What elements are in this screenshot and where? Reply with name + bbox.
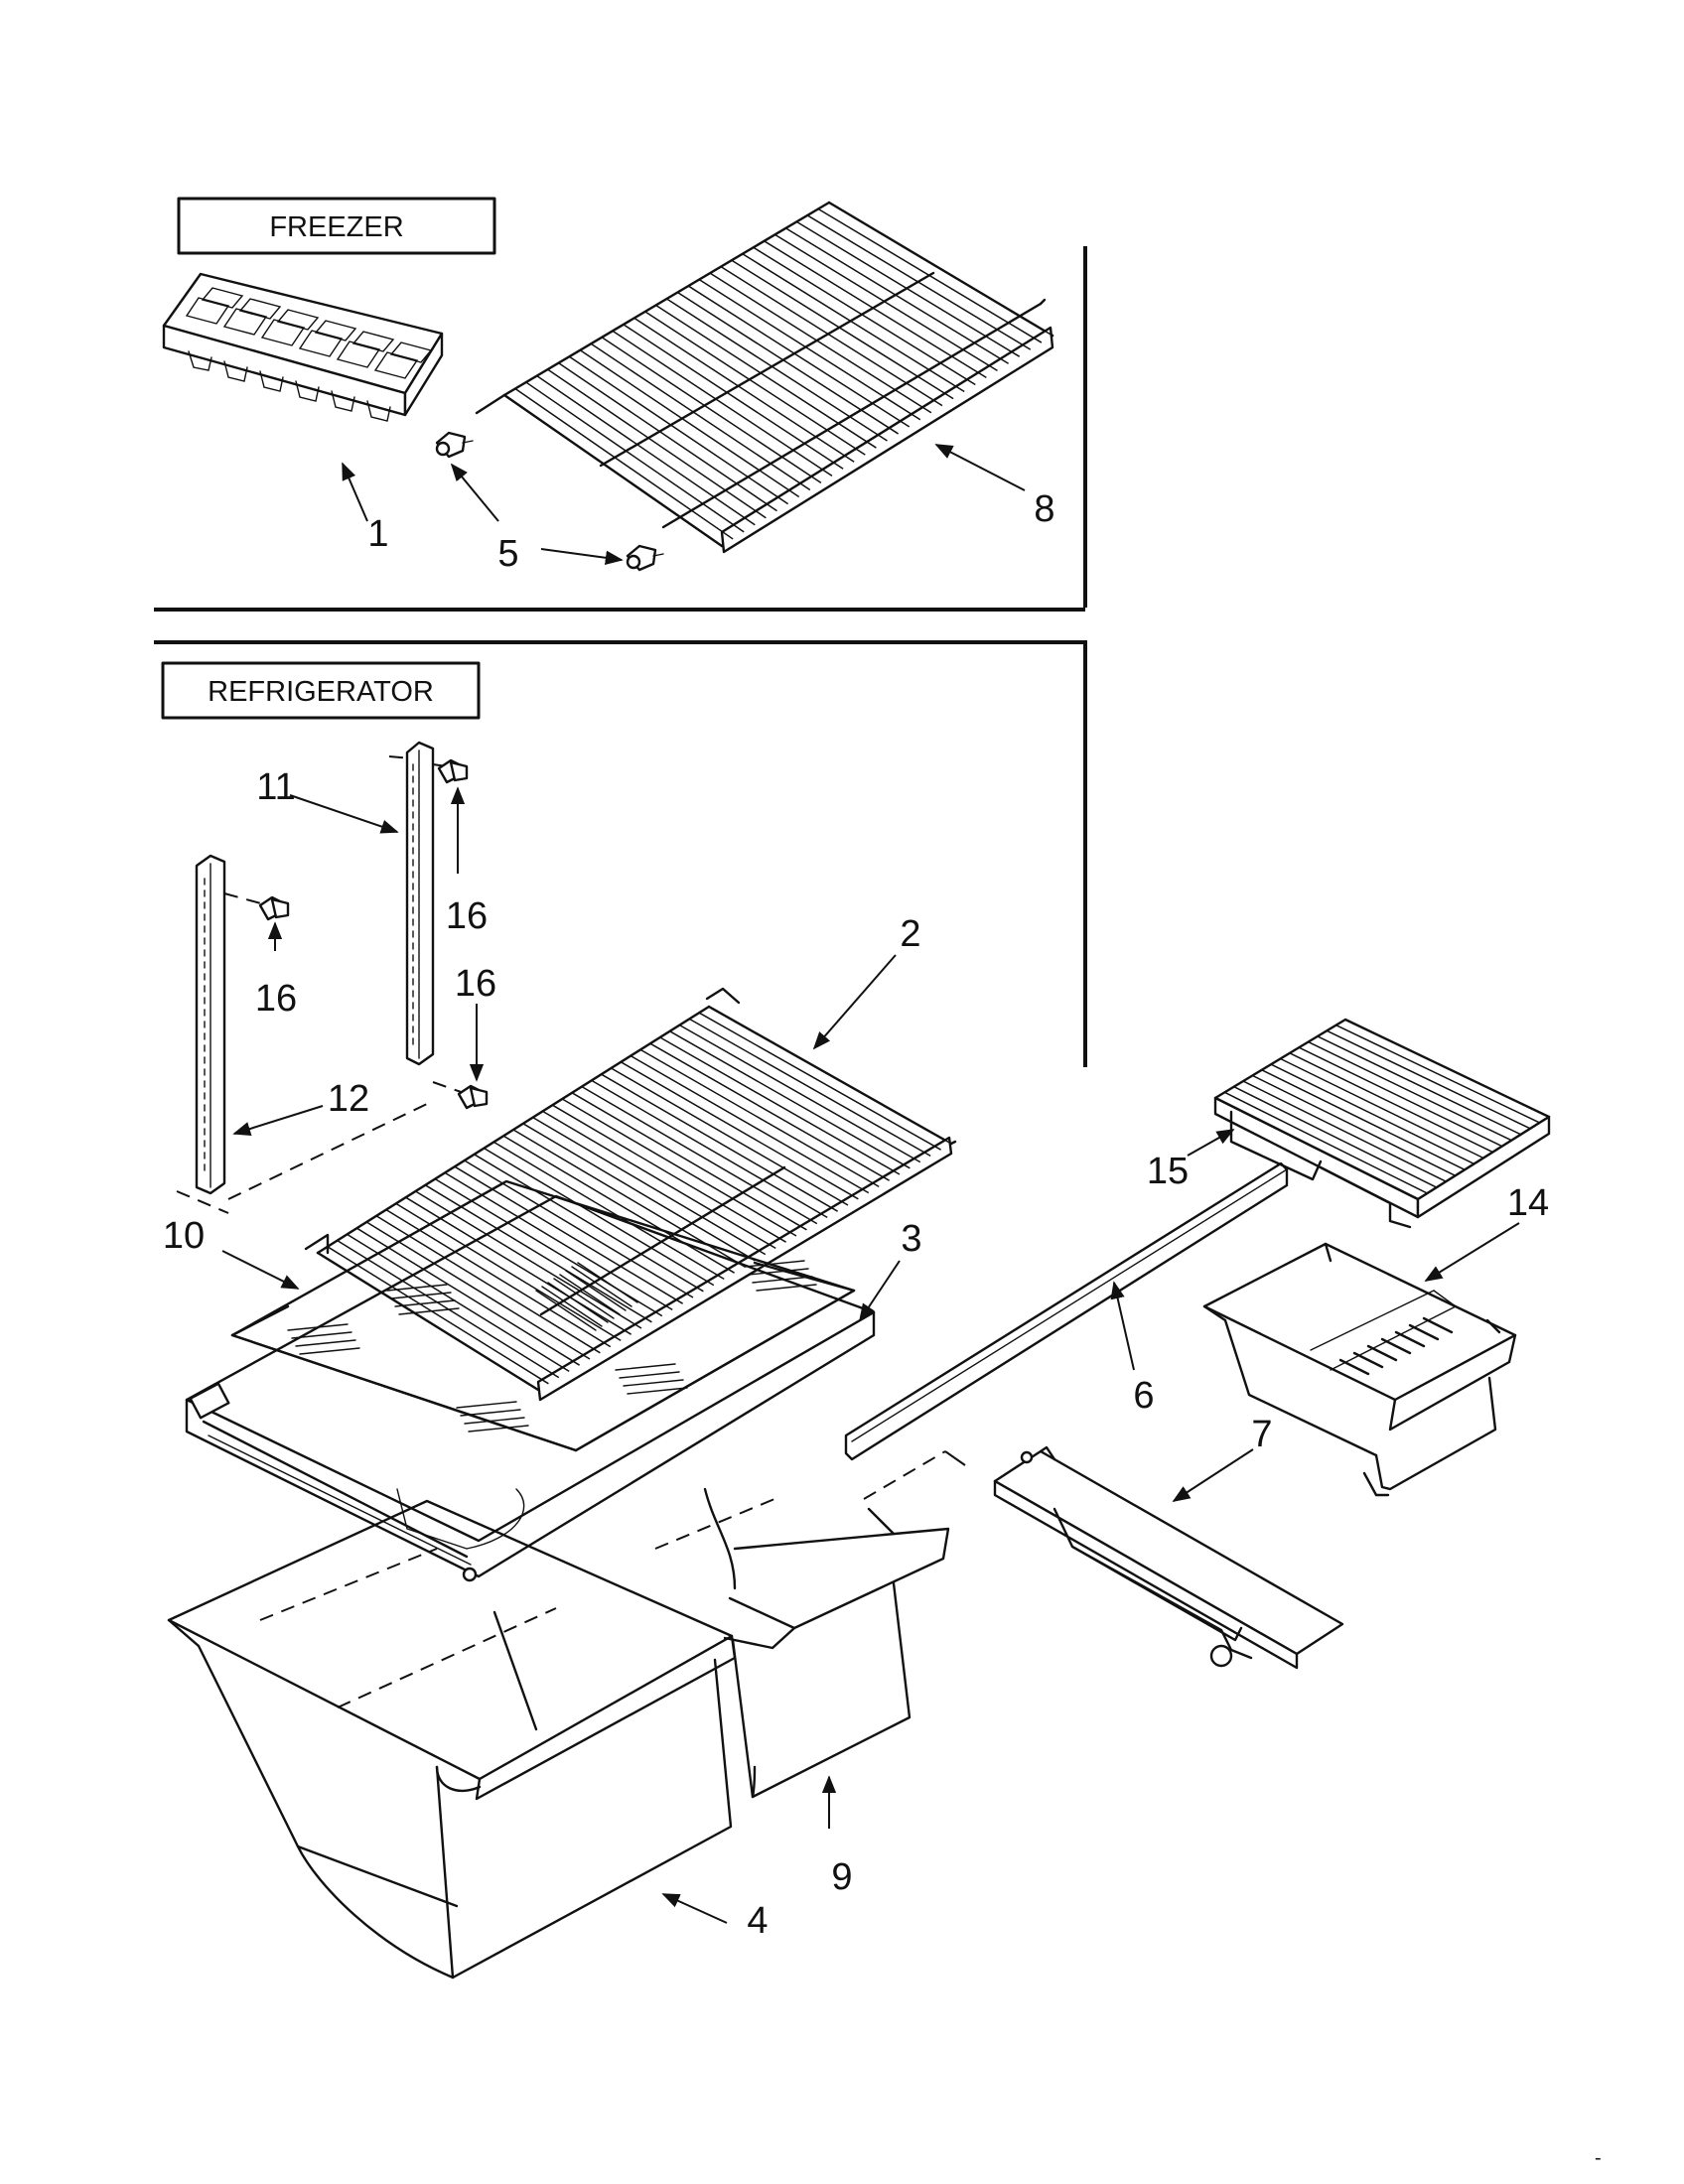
callout-1: 1 bbox=[367, 513, 388, 555]
callout-5: 5 bbox=[497, 533, 518, 575]
callout-7: 7 bbox=[1251, 1414, 1272, 1455]
refrigerator-label: REFRIGERATOR bbox=[208, 676, 434, 708]
shelf-peg-upper bbox=[435, 431, 474, 459]
refrigerator-section: REFRIGERATOR bbox=[154, 640, 1551, 1979]
glass-shelf bbox=[230, 1179, 856, 1452]
leader-2 bbox=[812, 954, 897, 1050]
screw-upper bbox=[432, 758, 469, 784]
ice-cube-tray bbox=[162, 272, 444, 422]
crisper-cover-frame bbox=[185, 1194, 876, 1582]
screw-middle bbox=[223, 892, 290, 921]
refrigerator-label-box: REFRIGERATOR bbox=[161, 661, 481, 720]
freezer-label-box: FREEZER bbox=[177, 197, 496, 255]
refrigerator-wire-shelf bbox=[304, 987, 957, 1402]
leader-1 bbox=[342, 462, 368, 522]
crisper-rail bbox=[844, 1161, 1289, 1461]
leader-15 bbox=[1187, 1129, 1235, 1157]
callout-3: 3 bbox=[901, 1218, 921, 1260]
leader-8 bbox=[934, 444, 1026, 491]
leader-10 bbox=[221, 1250, 300, 1290]
callout-4: 4 bbox=[747, 1900, 768, 1942]
leader-14 bbox=[1424, 1222, 1520, 1282]
freezer-section: FREEZER bbox=[154, 197, 1087, 612]
leader-3 bbox=[859, 1260, 901, 1322]
freezer-wire-shelf bbox=[475, 201, 1054, 554]
callout-15: 15 bbox=[1147, 1151, 1189, 1192]
shelf-ladder-left bbox=[176, 854, 428, 1214]
meat-pan-slide bbox=[863, 1445, 1344, 1670]
shelf-ladder-right bbox=[388, 741, 435, 1066]
meat-pan bbox=[1202, 1242, 1517, 1497]
shelf-peg-lower bbox=[626, 544, 664, 572]
footer-mark: - bbox=[1595, 2147, 1602, 2169]
callout-16-middle: 16 bbox=[255, 978, 297, 1020]
callout-8: 8 bbox=[1034, 488, 1054, 530]
callout-16-upper: 16 bbox=[446, 895, 488, 937]
callout-6: 6 bbox=[1133, 1375, 1154, 1417]
callout-14: 14 bbox=[1507, 1182, 1549, 1224]
callout-16-lower: 16 bbox=[455, 963, 496, 1005]
callout-9: 9 bbox=[831, 1856, 852, 1898]
crisper-drawer-small bbox=[654, 1487, 950, 1799]
meat-pan-cover bbox=[1213, 1018, 1551, 1229]
crisper-drawer-large bbox=[167, 1499, 737, 1979]
callout-11: 11 bbox=[256, 766, 295, 808]
leader-7 bbox=[1172, 1448, 1254, 1502]
leader-11 bbox=[289, 794, 399, 834]
callout-12: 12 bbox=[328, 1078, 369, 1120]
screw-lower bbox=[432, 1081, 489, 1110]
leader-12 bbox=[232, 1105, 324, 1137]
freezer-label: FREEZER bbox=[269, 211, 403, 243]
leader-5-upper bbox=[450, 463, 499, 522]
callout-2: 2 bbox=[900, 913, 920, 955]
leader-4 bbox=[661, 1893, 728, 1924]
callout-10: 10 bbox=[163, 1215, 205, 1257]
leader-5-lower bbox=[540, 548, 624, 565]
leader-6 bbox=[1110, 1281, 1135, 1371]
